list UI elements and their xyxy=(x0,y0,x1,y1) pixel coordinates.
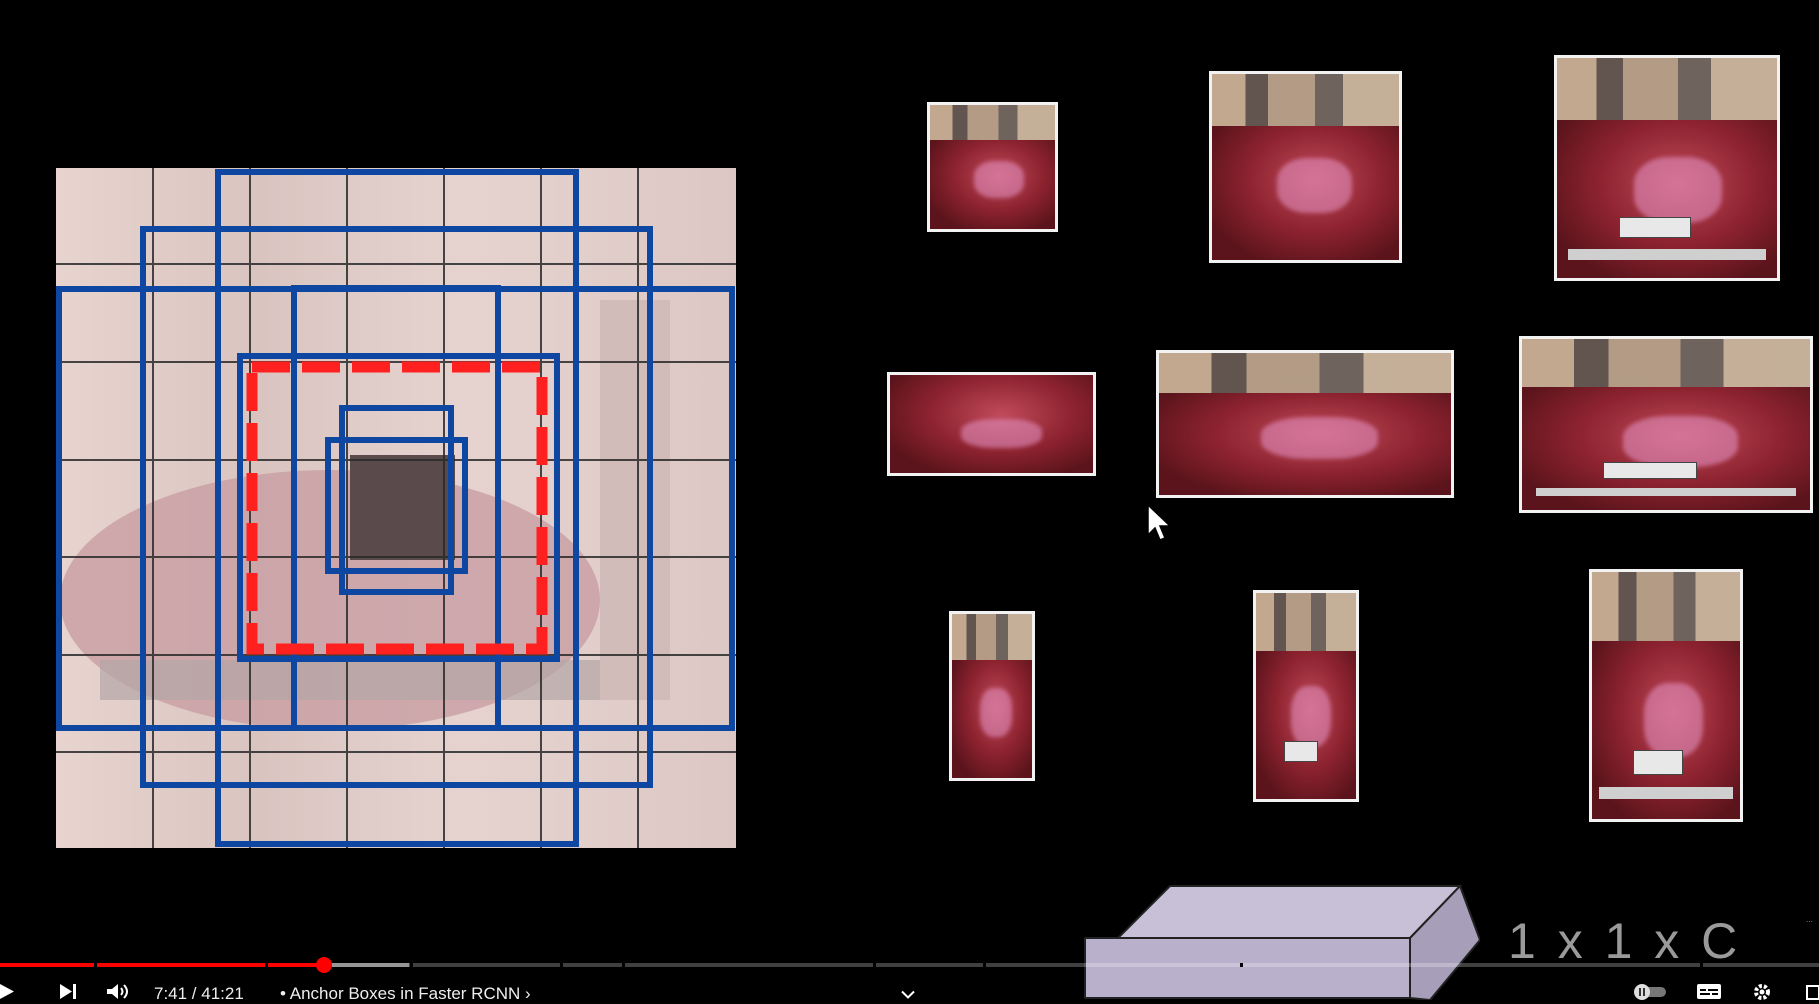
chapter-title-text: Anchor Boxes in Faster RCNN xyxy=(289,984,521,1003)
anchor-boxes xyxy=(56,169,735,847)
crop-large-wide xyxy=(1519,336,1813,513)
mouse-pointer-icon xyxy=(1147,503,1172,541)
center-cell xyxy=(350,455,455,560)
gear-icon[interactable] xyxy=(1750,983,1774,1000)
progress-buffered xyxy=(323,963,410,967)
progress-bar[interactable] xyxy=(0,963,1819,967)
chapter-marker xyxy=(983,963,986,967)
crop-medium-square xyxy=(1209,71,1402,263)
ground-truth-box xyxy=(246,361,548,655)
crop-medium-tall xyxy=(1253,590,1359,802)
miniplayer-icon[interactable] xyxy=(1806,983,1819,1000)
chapter-marker xyxy=(560,963,563,967)
anchor-grid-illustration xyxy=(56,168,736,848)
scrubber-handle[interactable] xyxy=(315,957,332,973)
dimension-label: 1 x 1 x C xyxy=(1508,913,1742,969)
chapter-marker xyxy=(1700,963,1703,967)
chapter-marker xyxy=(265,963,268,967)
crop-large-tall xyxy=(1589,569,1743,822)
crop-small-tall xyxy=(949,611,1035,781)
corner-watermark: ⋯ xyxy=(1806,919,1813,926)
next-icon[interactable] xyxy=(58,983,78,1000)
chapter-marker xyxy=(94,963,97,967)
volume-icon[interactable] xyxy=(106,983,132,1000)
crop-small-square xyxy=(927,102,1058,232)
crop-small-wide xyxy=(887,372,1096,476)
autoplay-toggle-icon[interactable] xyxy=(1632,983,1668,1000)
chevron-down-icon[interactable] xyxy=(900,986,916,1003)
subtitles-icon[interactable] xyxy=(1696,983,1722,1000)
progress-played xyxy=(0,963,324,967)
crop-large-square xyxy=(1554,55,1780,281)
chapter-title[interactable]: • Anchor Boxes in Faster RCNN › xyxy=(280,984,531,1004)
chapter-marker xyxy=(410,963,413,967)
feature-vector-box xyxy=(1084,884,1480,1000)
chapter-marker xyxy=(1240,963,1243,967)
chapter-marker xyxy=(622,963,625,967)
chapter-separator: • xyxy=(280,984,286,1003)
chapter-arrow-icon: › xyxy=(525,984,531,1003)
crop-medium-wide xyxy=(1156,350,1454,498)
chapter-marker xyxy=(873,963,876,967)
play-icon[interactable] xyxy=(0,983,16,1000)
time-display: 7:41 / 41:21 xyxy=(154,984,244,1003)
